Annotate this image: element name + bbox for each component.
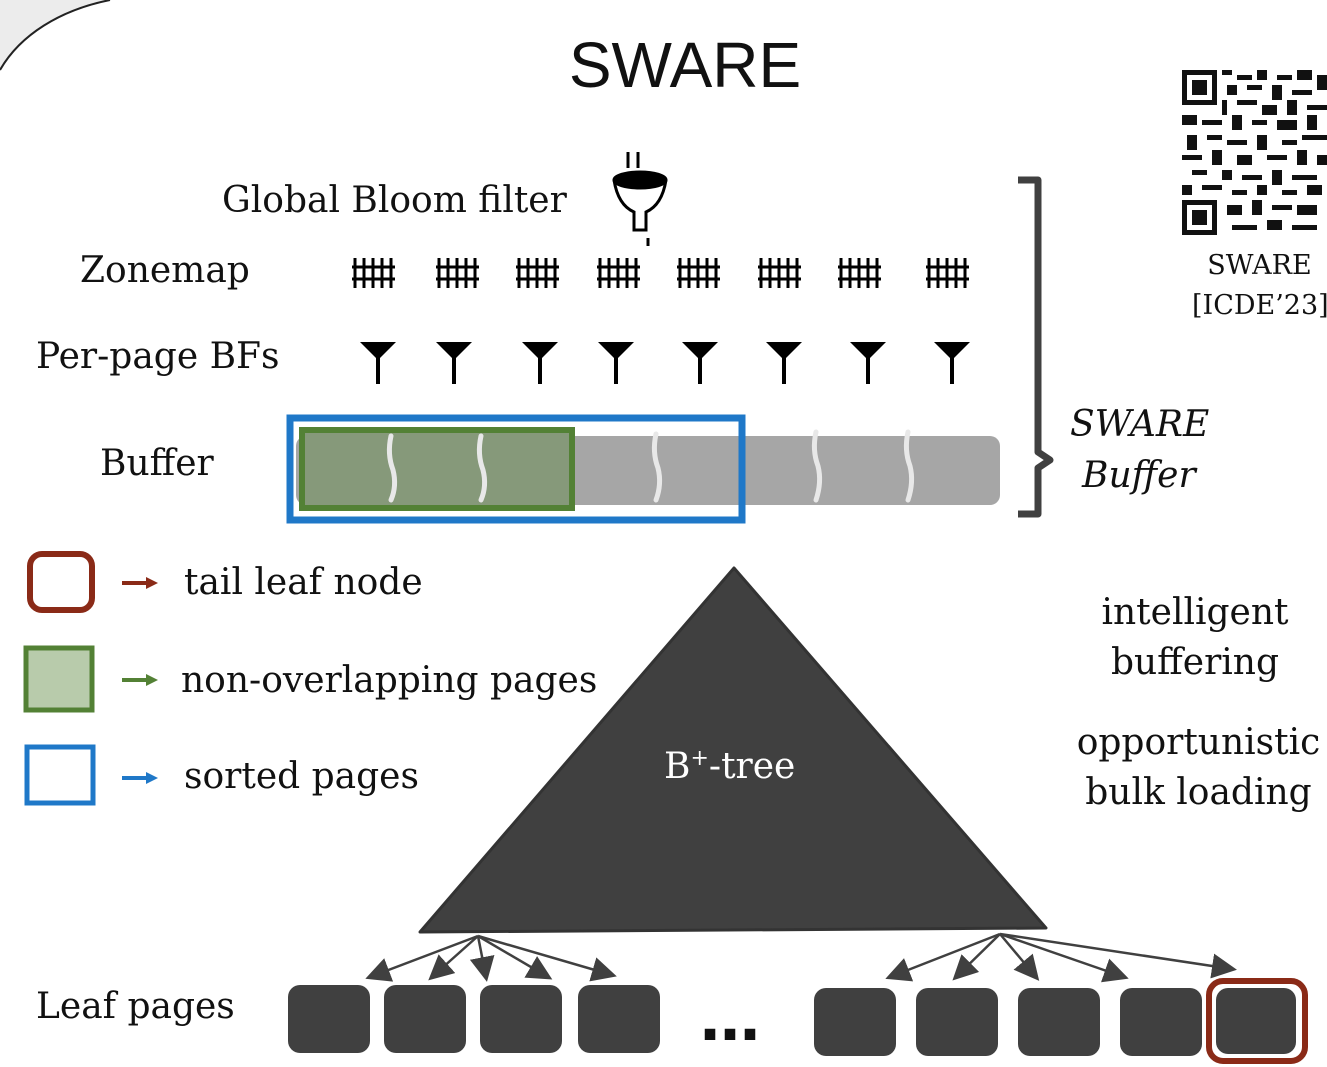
fence-icon <box>436 258 479 288</box>
filter-icon <box>766 342 802 384</box>
buffer-label: Buffer <box>100 443 214 484</box>
corner-curve-line <box>0 0 111 71</box>
filter-icon <box>850 342 886 384</box>
fence-icon <box>926 258 969 288</box>
fence-icon <box>352 258 395 288</box>
filter-icon <box>934 342 970 384</box>
feature-bulk-loading: bulk loading <box>1085 772 1312 813</box>
leaf-page <box>1018 988 1100 1056</box>
btree-label: B+-tree <box>664 746 796 787</box>
leaf-page <box>814 988 896 1056</box>
zonemap-fences <box>352 258 969 288</box>
reference-name: SWARE <box>1207 250 1312 281</box>
leaf-pages-label: Leaf pages <box>36 986 235 1027</box>
legend-non-overlapping-label: non-overlapping pages <box>181 660 598 701</box>
leaf-page <box>1120 988 1202 1056</box>
legend-tail-leaf-label: tail leaf node <box>184 562 423 603</box>
legend-sorted-box <box>24 744 96 806</box>
sware-buffer-label-line1: SWARE <box>1070 404 1210 445</box>
filter-icon <box>598 342 634 384</box>
sware-buffer-label-line2: Buffer <box>1082 455 1196 496</box>
ellipsis: … <box>700 985 760 1055</box>
per-page-bfs-label: Per-page BFs <box>36 336 280 377</box>
funnel-icon <box>612 152 668 246</box>
fence-icon <box>516 258 559 288</box>
filter-icon <box>682 342 718 384</box>
sorted-region <box>286 414 746 524</box>
feature-opportunistic: opportunistic <box>1076 722 1321 763</box>
legend-non-overlap-box <box>23 645 95 713</box>
fence-icon <box>677 258 720 288</box>
filter-icon <box>522 342 558 384</box>
leaf-page <box>480 985 562 1053</box>
leaf-page <box>916 988 998 1056</box>
feature-intelligent: intelligent <box>1101 592 1289 633</box>
corner-curve <box>0 0 110 70</box>
tail-leaf-highlight <box>1206 978 1308 1064</box>
fence-icon <box>597 258 640 288</box>
global-bloom-filter-label: Global Bloom filter <box>222 180 567 221</box>
per-page-filters <box>360 342 970 384</box>
leaf-page <box>384 985 466 1053</box>
fence-icon <box>758 258 801 288</box>
page-title: SWARE <box>568 29 802 101</box>
qr-code-image <box>1182 70 1327 235</box>
filter-icon <box>360 342 396 384</box>
leaf-arrows <box>365 932 1237 983</box>
fence-icon <box>838 258 881 288</box>
legend-sorted-label: sorted pages <box>184 756 419 797</box>
legend-tail-box <box>27 551 95 613</box>
leaf-pages <box>288 985 1296 1056</box>
tail-leaf-page <box>1216 988 1296 1054</box>
filter-icon <box>436 342 472 384</box>
bracket <box>1018 176 1054 518</box>
reference-venue: [ICDE’23] <box>1192 290 1327 321</box>
leaf-page <box>578 985 660 1053</box>
legend-arrows <box>122 577 158 784</box>
btree-triangle <box>418 566 1048 934</box>
zonemap-label: Zonemap <box>80 250 250 291</box>
non-overlapping-region <box>299 427 575 511</box>
page-separators <box>386 429 915 503</box>
leaf-page <box>288 985 370 1053</box>
feature-buffering: buffering <box>1110 642 1280 683</box>
